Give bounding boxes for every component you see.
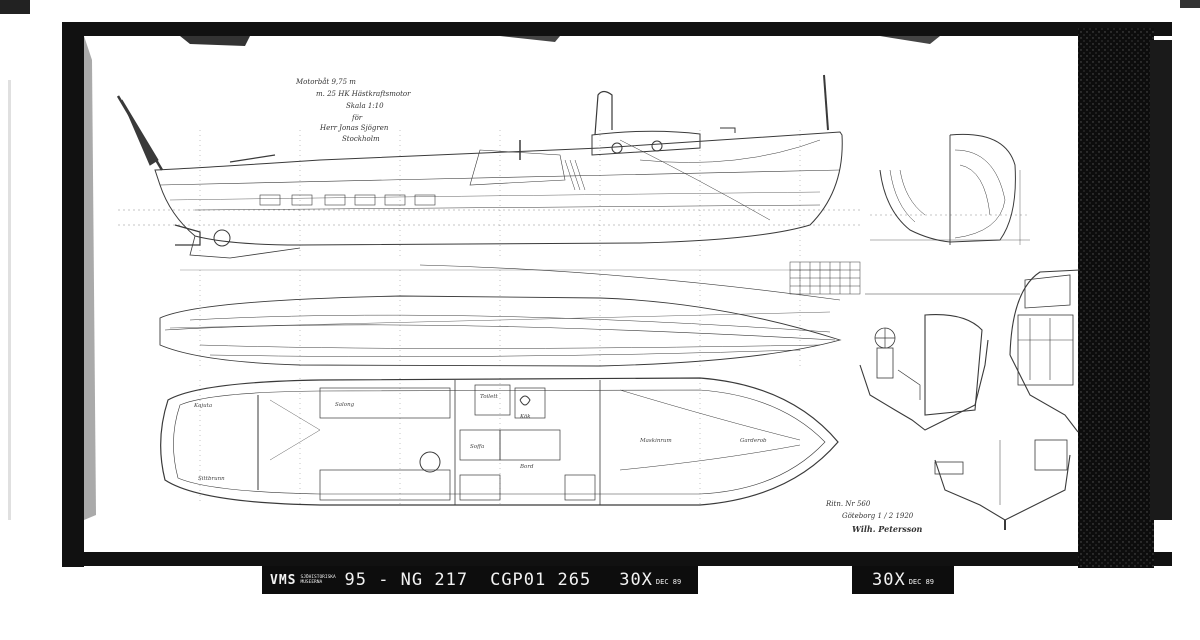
title-line-4: för (352, 114, 363, 122)
signature: Wilh. Petersson (852, 524, 923, 534)
body-plan (870, 133, 1030, 245)
cross-section-3 (934, 439, 1071, 530)
film-code-2: CGP01 265 (490, 570, 592, 590)
label-garderob: Garderob (740, 438, 767, 444)
label-toilett: Toilett (480, 394, 498, 400)
approval-date: Göteborg 1 / 2 1920 (842, 512, 914, 520)
reduction-ratio-2: 30X (872, 570, 906, 590)
label-bord: Bord (520, 464, 534, 470)
label-maskin: Maskinrum (640, 438, 672, 444)
offset-table (789, 261, 1020, 295)
hull-lines (159, 264, 842, 370)
drawing-number: Ritn. Nr 560 (826, 500, 871, 508)
label-kok: Kök (520, 414, 531, 420)
side-elevation (116, 74, 860, 260)
label-sittbrunn: Sittbrunn (198, 476, 225, 482)
reduction-ratio: 30X (619, 570, 653, 590)
title-line-1: Motorbåt 9,75 m (296, 78, 356, 86)
title-line-5: Herr Jonas Sjögren (320, 124, 389, 132)
title-line-6: Stockholm (342, 135, 380, 143)
label-kajuta: Kajuta (194, 403, 213, 409)
film-code-1: 95 - NG 217 (344, 570, 469, 590)
cross-section-1 (859, 314, 989, 431)
title-line-3: Skala 1:10 (346, 102, 384, 110)
label-salong: Salong (335, 402, 355, 408)
label-soffa: Soffa (470, 444, 485, 450)
cross-section-2 (1009, 269, 1081, 433)
scan-border (0, 0, 1200, 568)
film-date-2: DEC 89 (908, 578, 935, 586)
film-label-strip: VMS SJÖHISTORISKA MUSEERNA 95 - NG 217 C… (262, 566, 698, 594)
deck-plan (160, 377, 839, 508)
film-label-strip-2: 30X DEC 89 (852, 566, 954, 594)
title-line-2: m. 25 HK Hästkraftsmotor (316, 90, 411, 98)
film-date: DEC 89 (655, 578, 682, 586)
vms-subtitle: SJÖHISTORISKA MUSEERNA (300, 575, 336, 585)
vms-logo: VMS (270, 572, 297, 588)
